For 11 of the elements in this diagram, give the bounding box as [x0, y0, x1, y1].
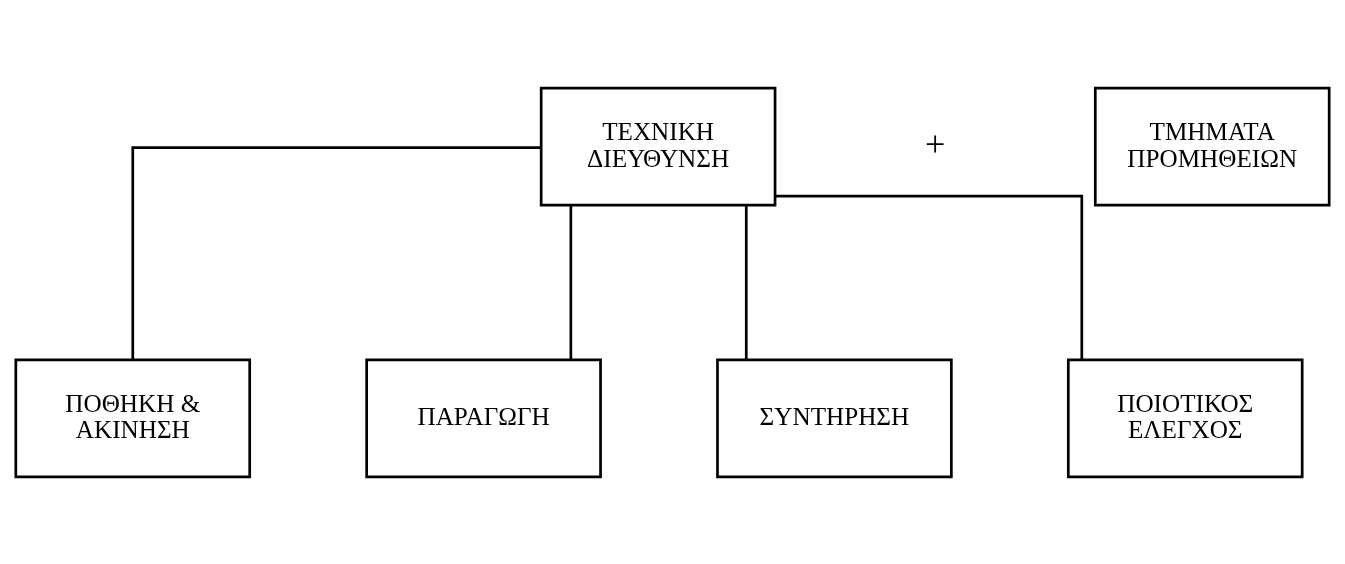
- node-box: ΣΥΝΤΗΡΗΣΗ: [716, 358, 953, 478]
- label: +: [925, 123, 946, 164]
- node-box: ΠΟΘΗΚΗ & ΑΚΙΝΗΣΗ: [14, 358, 252, 478]
- connector: [775, 194, 1084, 359]
- node-box: ΠΟΙΟΤΙΚΟΣ ΕΛΕΓΧΟΣ: [1066, 358, 1304, 478]
- connector: [131, 145, 541, 360]
- node-box: ΤΜΗΜΑΤΑ ΠΡΟΜΗΘΕΙΩΝ: [1093, 86, 1331, 206]
- node-box: ΠΑΡΑΓΩΓΗ: [365, 358, 602, 478]
- connector: [569, 205, 573, 359]
- connector: [744, 205, 748, 359]
- node-box: ΤΕΧΝΙΚΗ ΔΙΕΥΘΥΝΣΗ: [539, 86, 777, 206]
